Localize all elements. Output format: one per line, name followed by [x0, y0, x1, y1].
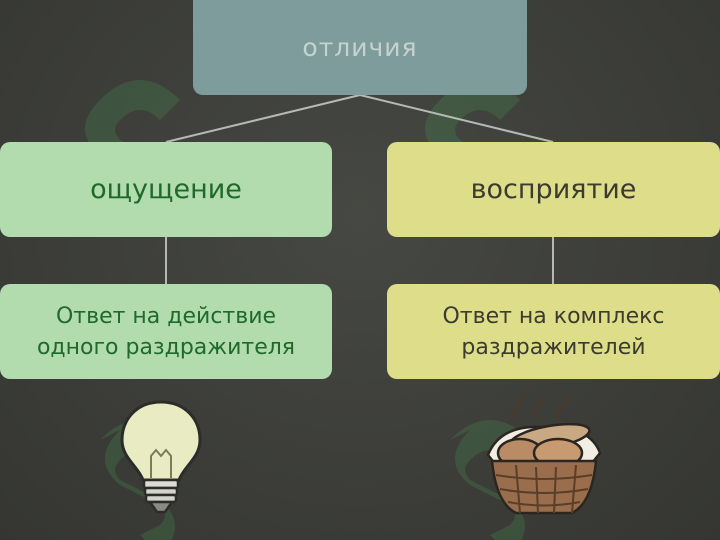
node-perception-title: восприятие — [470, 174, 637, 205]
light-bulb-icon — [120, 400, 202, 514]
connector-root-left — [165, 94, 361, 143]
connector-root-right — [359, 94, 554, 143]
root-node: отличия — [193, 0, 527, 95]
bread-basket-icon — [486, 395, 602, 515]
node-sensation: ощущение — [0, 142, 332, 237]
node-perception-description: Ответ на комплекс раздражителей — [387, 284, 720, 379]
root-label: отличия — [302, 33, 418, 62]
node-sensation-title: ощущение — [90, 174, 242, 205]
node-perception: восприятие — [387, 142, 720, 237]
node-sensation-description: Ответ на действие одного раздражителя — [0, 284, 332, 379]
perception-description-text: Ответ на комплекс раздражителей — [442, 303, 665, 360]
sensation-description-text: Ответ на действие одного раздражителя — [36, 303, 296, 360]
